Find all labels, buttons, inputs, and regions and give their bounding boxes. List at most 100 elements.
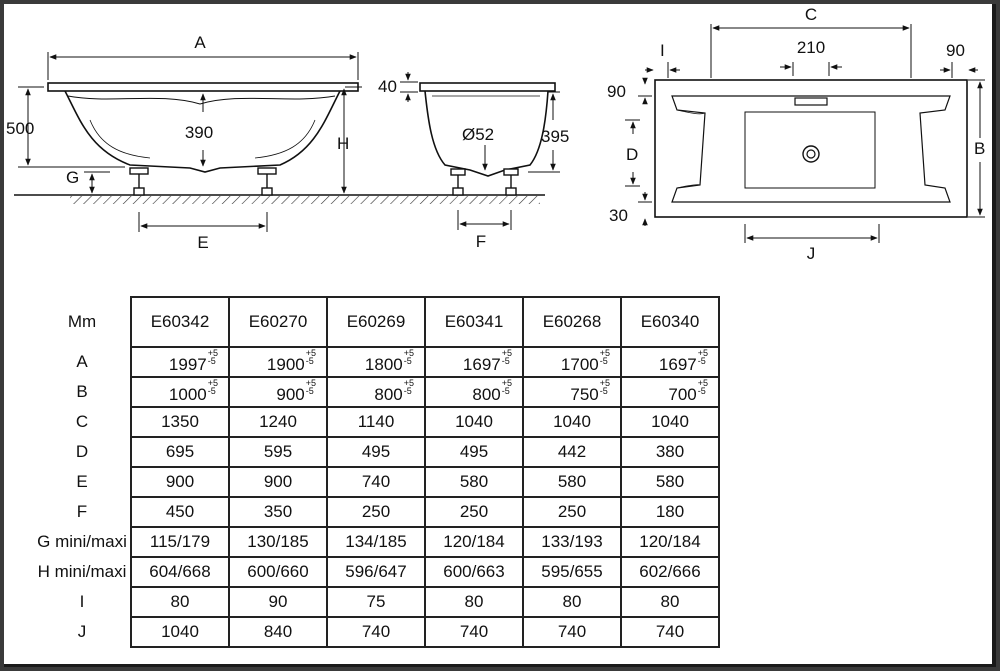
cell-value: 900 — [165, 472, 195, 491]
table-cell: 1000+5-5 — [130, 376, 230, 408]
tub-body — [64, 90, 341, 173]
table-cell: 602/666 — [620, 556, 720, 588]
cell-value: 442 — [557, 442, 587, 461]
tolerance-plus: +5 — [501, 348, 512, 358]
tolerance-plus: +5 — [305, 378, 316, 388]
top-outline — [654, 79, 968, 218]
cell-value: 90 — [268, 592, 288, 611]
table-cell: 380 — [620, 436, 720, 468]
table-cell: 700+5-5 — [620, 376, 720, 408]
cell-value: 495 — [459, 442, 489, 461]
tolerance-plus: +5 — [403, 348, 414, 358]
table-cell: 600/663 — [424, 556, 524, 588]
cell-value: 740 — [459, 622, 489, 641]
table-cell: 1140 — [326, 406, 426, 438]
cell-value: 250 — [361, 502, 391, 521]
side-view — [14, 52, 545, 232]
end-rim — [419, 82, 556, 92]
tolerance-mark: +5-5 — [306, 349, 316, 366]
table-cell: 595/655 — [522, 556, 622, 588]
dim-40-label: 40 — [378, 77, 397, 96]
cell-value: 115/179 — [149, 532, 211, 551]
cell-value: 250 — [557, 502, 587, 521]
cell-value: 580 — [459, 472, 489, 491]
cell-value: 600/660 — [247, 562, 309, 581]
table-cell: 90 — [228, 586, 328, 618]
cell-value: 80 — [660, 592, 680, 611]
dim-j-label: J — [807, 244, 816, 263]
top-floor — [744, 111, 876, 189]
dim-a-label: A — [194, 33, 206, 52]
dim-h-label: H — [337, 134, 349, 153]
tolerance-minus: -5 — [207, 386, 216, 396]
table-cell: 1700+5-5 — [522, 346, 622, 378]
cell-value: 750 — [570, 385, 599, 404]
tolerance-minus: -5 — [305, 386, 314, 396]
dim-90-left-label: 90 — [607, 82, 626, 101]
table-cell: 580 — [620, 466, 720, 498]
cell-value: 1900 — [266, 355, 305, 374]
table-cell: 442 — [522, 436, 622, 468]
row-label: D — [75, 442, 89, 461]
cell-value: 1040 — [651, 412, 689, 431]
table-cell: 900+5-5 — [228, 376, 328, 408]
tolerance-minus: -5 — [697, 356, 706, 366]
tolerance-plus: +5 — [599, 378, 610, 388]
table-cell: 596/647 — [326, 556, 426, 588]
cell-value: 1240 — [259, 412, 297, 431]
cell-value: 840 — [263, 622, 293, 641]
table-cell: 80 — [522, 586, 622, 618]
cell-value: 80 — [170, 592, 190, 611]
table-row: D 695 595 495 495 442 380 — [34, 436, 720, 468]
table-cell: 80 — [424, 586, 524, 618]
model-header: E60342 — [130, 296, 230, 348]
tub-inner-line — [67, 95, 336, 105]
cell-value: 700 — [668, 385, 697, 404]
cell-value: 133/193 — [541, 532, 603, 551]
table-cell: 250 — [522, 496, 622, 528]
cell-value: 740 — [655, 622, 685, 641]
dim-i-label: I — [660, 41, 665, 60]
table-cell: 580 — [522, 466, 622, 498]
row-label: E — [76, 472, 88, 491]
tub-feet — [129, 167, 277, 196]
tolerance-mark: +5-5 — [501, 378, 512, 396]
table-cell: 740 — [326, 616, 426, 648]
cell-value: 350 — [263, 502, 293, 521]
cell-value: 134/185 — [345, 532, 407, 551]
cell-value: 800 — [472, 385, 501, 404]
dim-395-label: 395 — [541, 127, 569, 146]
table-cell: 1240 — [228, 406, 328, 438]
table-cell: 1040 — [522, 406, 622, 438]
tolerance-plus: +5 — [501, 378, 512, 388]
tolerance-plus: +5 — [697, 348, 708, 358]
cell-value: 1040 — [553, 412, 591, 431]
cell-value: 1997 — [168, 355, 207, 374]
tolerance-minus: -5 — [599, 356, 608, 366]
table-cell: 1900+5-5 — [228, 346, 328, 378]
table-cell: 695 — [130, 436, 230, 468]
table-cell: 800+5-5 — [424, 376, 524, 408]
drain-inner — [806, 149, 816, 159]
table-cell: 800+5-5 — [326, 376, 426, 408]
table-cell: 180 — [620, 496, 720, 528]
table-cell: 740 — [326, 466, 426, 498]
cell-value: 580 — [557, 472, 587, 491]
cell-value: 595 — [263, 442, 293, 461]
cell-value: 130/185 — [247, 532, 309, 551]
tolerance-plus: +5 — [599, 348, 610, 358]
table-cell: 1040 — [424, 406, 524, 438]
cell-value: 740 — [361, 622, 391, 641]
cell-value: 800 — [374, 385, 403, 404]
cell-value: 495 — [361, 442, 391, 461]
tolerance-plus: +5 — [207, 378, 218, 388]
end-view — [400, 72, 560, 230]
tolerance-plus: +5 — [207, 348, 218, 358]
table-cell: 600/660 — [228, 556, 328, 588]
cell-value: 580 — [655, 472, 685, 491]
cell-value: 900 — [276, 385, 305, 404]
table-cell: 840 — [228, 616, 328, 648]
cell-value: 596/647 — [345, 562, 407, 581]
